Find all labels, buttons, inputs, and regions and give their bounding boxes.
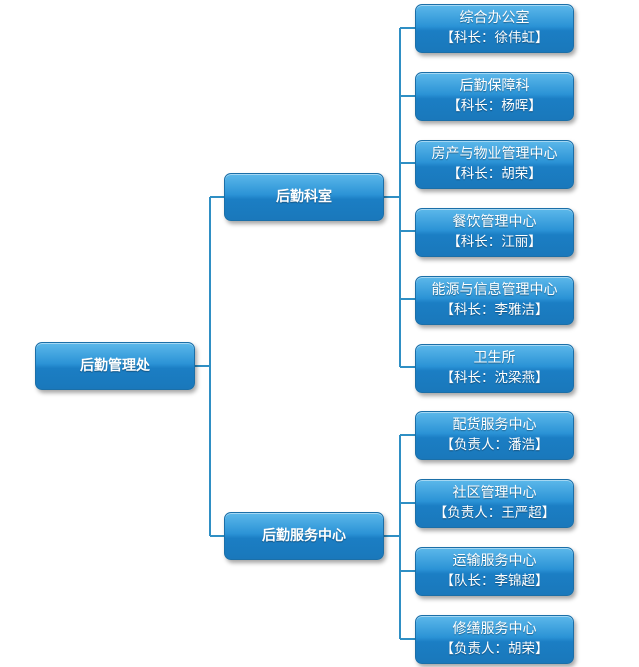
unit-head: 【科长：沈梁燕】 [440, 370, 549, 386]
unit-name: 餐饮管理中心 [452, 214, 537, 230]
department-node-service-center: 后勤服务中心 [224, 512, 384, 560]
unit-node: 房产与物业管理中心【科长：胡荣】 [415, 140, 574, 189]
unit-node: 运输服务中心【队长：李锦超】 [415, 547, 574, 596]
unit-head: 【负责人：胡荣】 [440, 641, 549, 657]
unit-head: 【负责人：王严超】 [433, 505, 556, 521]
department-label: 后勤科室 [276, 189, 332, 205]
unit-node: 餐饮管理中心【科长：江丽】 [415, 208, 574, 257]
unit-name: 房产与物业管理中心 [431, 146, 558, 162]
unit-node: 后勤保障科【科长：杨晖】 [415, 72, 574, 121]
unit-name: 综合办公室 [459, 10, 530, 26]
unit-node: 卫生所【科长：沈梁燕】 [415, 344, 574, 393]
department-label: 后勤服务中心 [262, 528, 346, 544]
unit-head: 【科长：江丽】 [447, 234, 542, 250]
unit-head: 【科长：胡荣】 [447, 166, 542, 182]
unit-head: 【队长：李锦超】 [440, 573, 549, 589]
unit-node: 综合办公室【科长：徐伟虹】 [415, 4, 574, 53]
unit-name: 能源与信息管理中心 [431, 282, 558, 298]
unit-name: 社区管理中心 [452, 485, 537, 501]
unit-head: 【科长：李雅洁】 [440, 302, 549, 318]
unit-name: 运输服务中心 [452, 553, 537, 569]
root-node: 后勤管理处 [35, 342, 195, 390]
unit-node: 社区管理中心【负责人：王严超】 [415, 479, 574, 528]
unit-name: 配货服务中心 [452, 417, 537, 433]
unit-name: 修缮服务中心 [452, 621, 537, 637]
unit-head: 【负责人：潘浩】 [440, 437, 549, 453]
unit-head: 【科长：徐伟虹】 [440, 30, 549, 46]
unit-node: 配货服务中心【负责人：潘浩】 [415, 411, 574, 460]
root-label: 后勤管理处 [80, 358, 150, 374]
unit-head: 【科长：杨晖】 [447, 98, 542, 114]
unit-node: 修缮服务中心【负责人：胡荣】 [415, 615, 574, 664]
unit-name: 卫生所 [473, 350, 516, 366]
unit-name: 后勤保障科 [459, 78, 530, 94]
department-node-logistics-offices: 后勤科室 [224, 173, 384, 221]
unit-node: 能源与信息管理中心【科长：李雅洁】 [415, 276, 574, 325]
